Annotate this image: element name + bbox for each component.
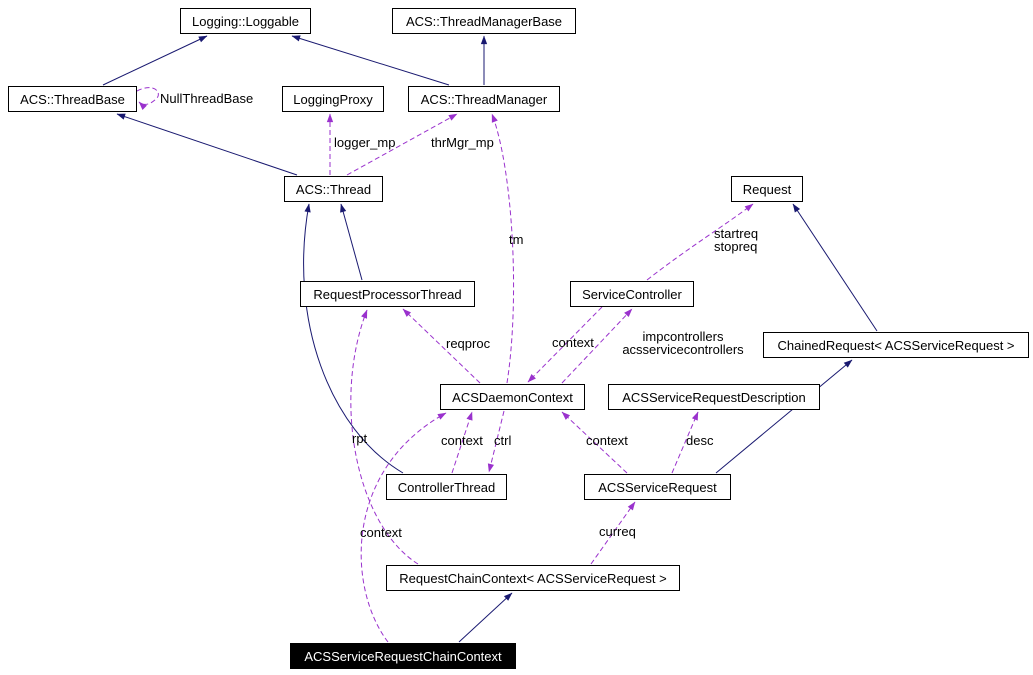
edge-startreq-stopreq [646, 203, 754, 281]
class-node-thread[interactable]: ACS::Thread [284, 176, 383, 202]
class-node-acsservicerequest[interactable]: ACSServiceRequest [584, 474, 731, 500]
edge-label-rpt: rpt [352, 431, 368, 446]
class-node-request[interactable]: Request [731, 176, 803, 202]
class-node-chainedrequest[interactable]: ChainedRequest< ACSServiceRequest > [763, 332, 1029, 358]
edge-nullthreadbase-self [136, 87, 159, 110]
edge-acsservicerequest-context [561, 411, 628, 474]
edge-curreq [590, 501, 636, 565]
class-node-acsservicerequestchaincontext[interactable]: ACSServiceRequestChainContext [290, 643, 516, 669]
edge-thread-inherits-threadbase [116, 113, 298, 176]
edge-label-reqproc: reqproc [446, 336, 491, 351]
edge-label-servicecontroller-context: context [552, 335, 594, 350]
edge-thrmgr-mp [346, 113, 458, 176]
class-node-servicecontroller[interactable]: ServiceController [570, 281, 694, 307]
edge-label-impcontrollers-acsservicecontrollers: impcontrollers acsservicecontrollers [622, 329, 744, 357]
edge-threadmanager-inherits-loggable [291, 35, 450, 86]
edge-label-nullthreadbase-self: NullThreadBase [160, 91, 254, 106]
edge-label-startreq-stopreq: startreq stopreq [714, 226, 759, 254]
edge-ctrl [487, 410, 505, 473]
edge-chaincontext-inherits-requestchaincontext [458, 592, 513, 643]
class-node-loggingproxy[interactable]: LoggingProxy [282, 86, 384, 112]
edge-label-tm: tm [509, 232, 524, 247]
edge-threadbase-inherits-loggable [102, 35, 208, 86]
edge-controllerthread-context [451, 411, 473, 474]
class-node-requestchaincontext[interactable]: RequestChainContext< ACSServiceRequest > [386, 565, 680, 591]
edge-chainedrequest-inherits-request [792, 203, 878, 332]
edge-label-desc: desc [686, 433, 714, 448]
edge-requestprocessorthread-inherits-thread [340, 203, 363, 281]
edge-label-logger-mp: logger_mp [334, 135, 396, 150]
class-node-threadmanager[interactable]: ACS::ThreadManager [408, 86, 560, 112]
class-node-threadmanagerbase[interactable]: ACS::ThreadManagerBase [392, 8, 576, 34]
edge-acsservicerequest-inherits-chainedrequest [715, 359, 853, 474]
edge-impcontrollers-acsservicecontrollers [561, 308, 633, 384]
class-node-threadbase[interactable]: ACS::ThreadBase [8, 86, 137, 112]
edge-tm [491, 113, 515, 384]
edge-label-chaincontext-context: context [360, 525, 402, 540]
class-node-loggable[interactable]: Logging::Loggable [180, 8, 311, 34]
edge-label-ctrl: ctrl [494, 433, 512, 448]
edge-label-acsservicerequest-context: context [586, 433, 628, 448]
edge-label-curreq: curreq [599, 524, 636, 539]
edge-servicecontroller-context [527, 306, 603, 383]
class-node-controllerthread[interactable]: ControllerThread [386, 474, 507, 500]
edge-desc [671, 411, 699, 474]
edge-controllerthread-inherits-thread [303, 203, 404, 474]
class-node-acsservicerequestdescription[interactable]: ACSServiceRequestDescription [608, 384, 820, 410]
edge-label-controllerthread-context: context [441, 433, 483, 448]
edges-group [102, 35, 878, 643]
edge-label-thrmgr-mp: thrMgr_mp [431, 135, 494, 150]
edge-reqproc [402, 308, 481, 384]
class-node-acsdaemoncontext[interactable]: ACSDaemonContext [440, 384, 585, 410]
class-node-requestprocessorthread[interactable]: RequestProcessorThread [300, 281, 475, 307]
edge-chaincontext-context [360, 412, 447, 643]
